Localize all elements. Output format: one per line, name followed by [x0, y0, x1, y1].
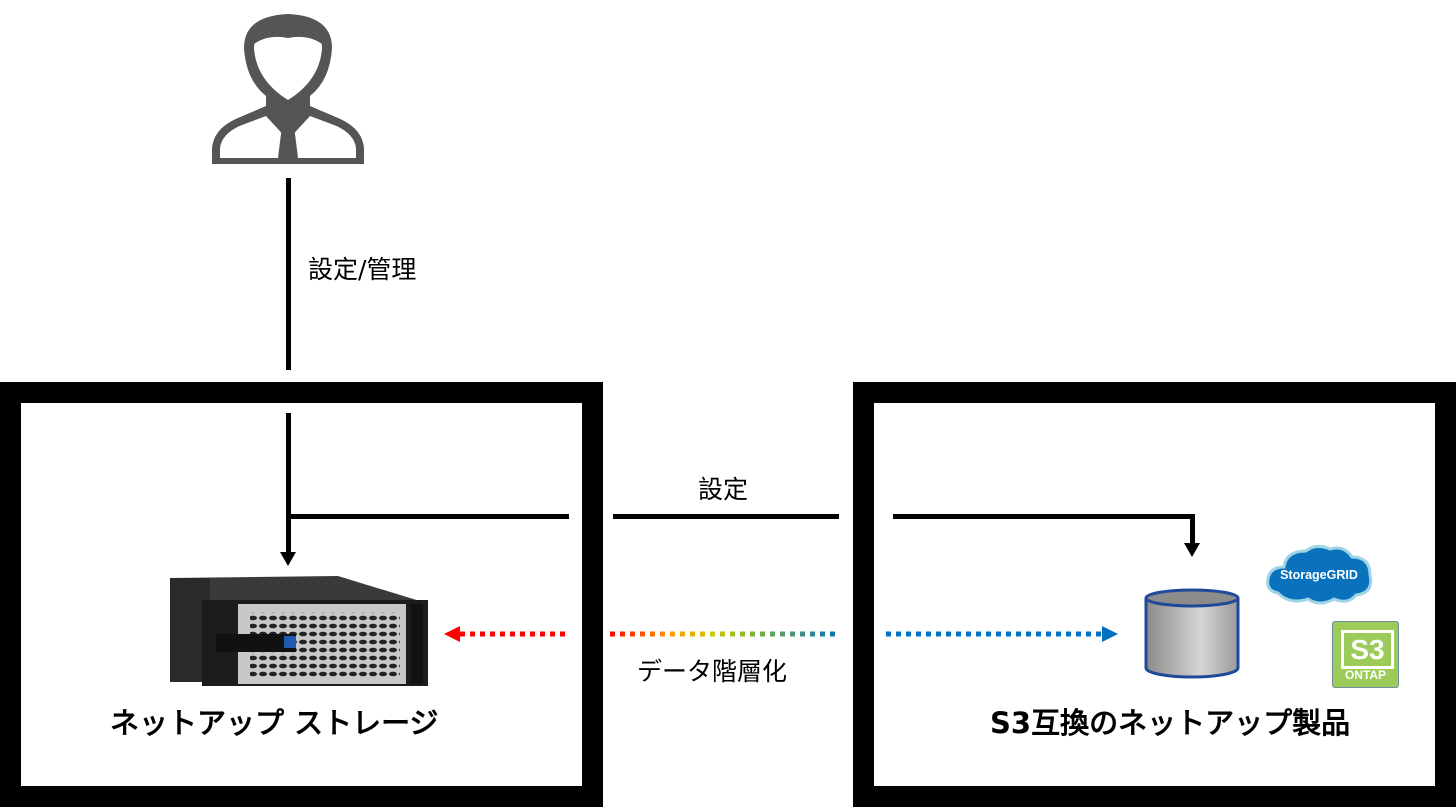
s3-compatible-title: S3互換のネットアップ製品 [990, 706, 1351, 740]
data-tiering-label: データ階層化 [637, 657, 788, 686]
storagegrid-logo: StorageGRID [1266, 544, 1373, 605]
config-line-middle [613, 514, 839, 519]
config-manage-label: 設定/管理 [308, 255, 417, 284]
config-line-left [286, 514, 569, 519]
config-line-down [1190, 514, 1195, 545]
storage-array-image [170, 576, 428, 686]
netapp-storage-box [0, 382, 603, 807]
management-line-lower [286, 413, 291, 553]
config-label: 設定 [698, 475, 749, 504]
object-bucket-icon [1144, 588, 1240, 679]
config-line-right [893, 514, 1195, 519]
arrow-down-icon [1184, 543, 1200, 557]
data-tiering-arrow [444, 626, 1118, 642]
netapp-storage-title: ネットアップ ストレージ [110, 706, 439, 740]
s3-logo-text: S3 [1341, 630, 1394, 669]
s3-ontap-logo: S3 ONTAP [1332, 621, 1399, 688]
user-icon [212, 14, 364, 164]
management-line-upper [286, 178, 291, 370]
arrow-down-icon [280, 552, 296, 566]
storagegrid-logo-text: StorageGRID [1280, 568, 1358, 582]
ontap-logo-text: ONTAP [1344, 668, 1387, 682]
